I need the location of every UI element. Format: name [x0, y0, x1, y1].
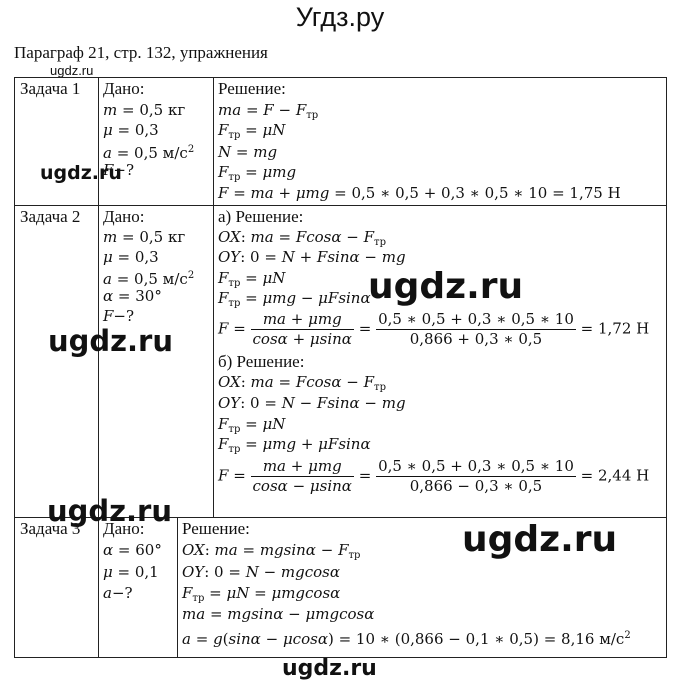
task1-given-mu: μ = 0,3 [103, 121, 159, 139]
task1-eq5: F = ma + μmg = 0,5 ∗ 0,5 + 0,3 ∗ 0,5 ∗ 1… [218, 184, 621, 202]
task2-given-title: Дано: [103, 207, 145, 226]
task3-label-cell [15, 518, 99, 658]
task3-given-mu: μ = 0,1 [103, 563, 159, 581]
task2b-eq3: Fтр = μN [218, 415, 286, 435]
watermark: ugdz.ru [462, 519, 618, 560]
watermark: ugdz.ru [368, 266, 524, 307]
task2-label-cell [15, 206, 99, 518]
task2-given-mass: m = 0,5 кг [103, 228, 186, 246]
task1-given-mass: m = 0,5 кг [103, 101, 186, 119]
task3-label: Задача 3 [20, 519, 81, 538]
task2-solution-b-title: б) Решение: [218, 352, 305, 371]
task1-label: Задача 1 [20, 79, 81, 98]
task1-eq4: Fтр = μmg [218, 163, 297, 183]
task2a-eq4: Fтр = μmg − μFsinα [218, 289, 371, 309]
task3-eq5: a = g(sinα − μcosα) = 10 ∗ (0,866 − 0,1 … [182, 630, 631, 648]
task2a-eq2: OY: 0 = N + Fsinα − mg [218, 248, 406, 266]
watermark-small: ugdz.ru [50, 63, 94, 78]
task1-given-title: Дано: [103, 79, 145, 98]
task2a-eq3: Fтр = μN [218, 269, 286, 289]
watermark: ugdz.ru [48, 324, 174, 358]
task2-label: Задача 2 [20, 207, 81, 226]
task1-given-accel: a = 0,5 м/с2 [103, 144, 195, 162]
task3-given-title: Дано: [103, 519, 145, 538]
task2-solution-a-title: а) Решение: [218, 207, 304, 226]
task1-label-cell [15, 78, 99, 206]
task1-eq3: N = mg [218, 143, 278, 161]
task2b-eq1: OX: ma = Fcosα − Fтр [218, 373, 386, 393]
task3-eq2: OY: 0 = N − mgcosα [182, 563, 341, 581]
task3-eq4: ma = mgsinα − μmgcosα [182, 605, 375, 623]
task1-eq1: ma = F − Fтр [218, 101, 319, 121]
task3-given-find: a−? [103, 584, 133, 602]
task2b-result: = 2,44 Н [580, 466, 650, 485]
task1-given-cell [99, 78, 214, 206]
watermark-footer: ugdz.ru [282, 656, 377, 681]
task1-solution-cell [214, 78, 667, 206]
task2-given-angle: α = 30° [103, 287, 162, 305]
task1-given-find: F−? [103, 161, 135, 179]
task2-given-accel: a = 0,5 м/с2 [103, 270, 195, 288]
task2-given-find: F−? [103, 307, 135, 325]
task1-eq2: Fтр = μN [218, 121, 286, 141]
paragraph-caption: Параграф 21, стр. 132, упражнения [14, 43, 268, 62]
tasks-table-bottom [14, 517, 667, 658]
task3-eq1: OX: ma = mgsinα − Fтр [182, 541, 361, 561]
task2-given-mu: μ = 0,3 [103, 248, 159, 266]
watermark: ugdz.ru [40, 162, 122, 184]
task3-given-cell [99, 518, 178, 658]
watermark: ugdz.ru [47, 494, 173, 528]
task2b-eq2: OY: 0 = N − Fsinα − mg [218, 394, 406, 412]
task2b-eq4: Fтр = μmg + μFsinα [218, 435, 371, 455]
task3-solution-cell [178, 518, 667, 658]
task2a-eq1: OX: ma = Fcosα − Fтр [218, 228, 386, 248]
task2a-result: = 1,72 Н [580, 319, 650, 338]
task1-solution-title: Решение: [218, 79, 286, 98]
task3-eq3: Fтр = μN = μmgcosα [182, 584, 341, 604]
task3-solution-title: Решение: [182, 519, 250, 538]
task3-given-angle: α = 60° [103, 541, 162, 559]
site-title: Угдз.ру [295, 2, 385, 32]
